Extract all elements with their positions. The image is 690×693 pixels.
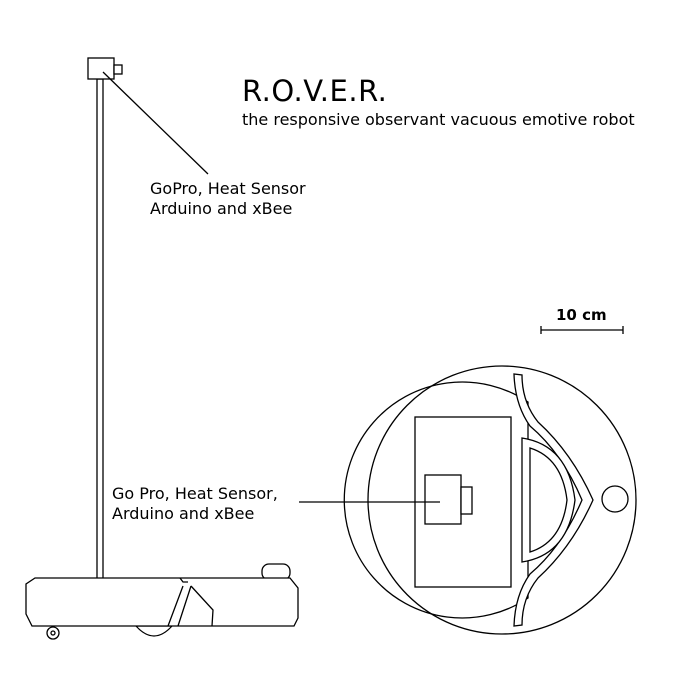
top-sensor-label-line1: GoPro, Heat Sensor [150,179,306,198]
top-view-label-line2: Arduino and xBee [112,504,254,523]
side-button [601,485,629,513]
mast-pole [96,78,104,580]
top-view-label-line1: Go Pro, Heat Sensor, [112,484,278,503]
robot-body [25,577,299,627]
side-view: GoPro, Heat Sensor Arduino and xBee [25,57,306,640]
sensor-window [521,437,576,563]
top-sensor-box [87,57,123,80]
top-sensor-leader-line [102,71,209,175]
robot-inner-deck [343,381,529,619]
caster-wheel [46,626,60,640]
top-view [299,365,637,635]
diagram-title: R.O.V.E.R. [242,74,387,108]
scale-bar-label: 10 cm [556,306,607,324]
sensor-box-top [424,474,473,525]
top-sensor-label-line2: Arduino and xBee [150,199,292,218]
robot-base-side [25,563,299,640]
drive-wheel [134,625,174,637]
diagram-subtitle: the responsive observant vacuous emotive… [242,110,635,129]
scale-bar: 10 cm [540,306,624,334]
bumper-strip [513,373,594,627]
